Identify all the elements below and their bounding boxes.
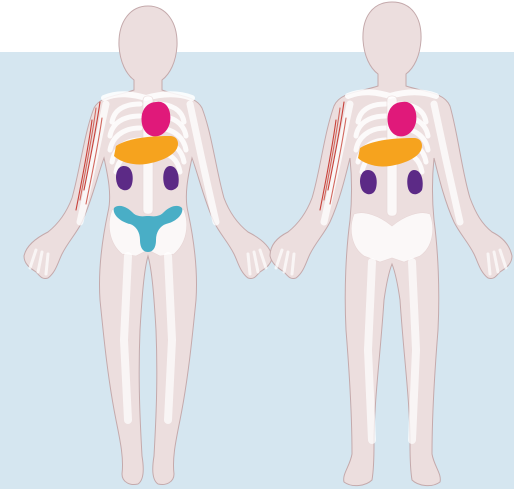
male-kidney-left: [360, 170, 377, 194]
female-kidney-left: [116, 166, 133, 190]
